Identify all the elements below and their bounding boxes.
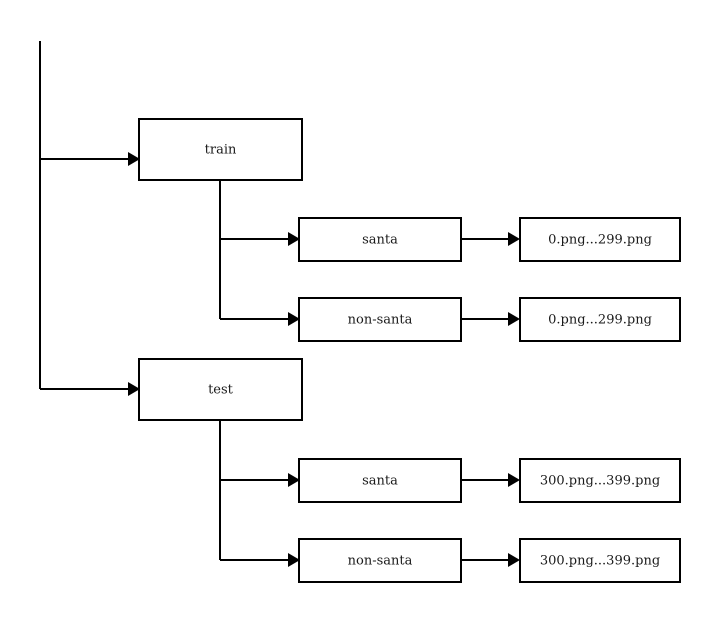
node-train-box[interactable] <box>138 118 303 181</box>
train-to-nonsanta-arrowhead <box>288 312 300 326</box>
root-to-train-arrowhead <box>128 152 140 166</box>
node-train[interactable]: train <box>138 118 303 181</box>
test-to-santa-arrowhead <box>288 473 300 487</box>
node-train-nonsanta-files-label: 0.png...299.png <box>548 313 652 328</box>
node-train-santa-box[interactable] <box>298 217 462 262</box>
node-test-nonsanta-label: non-santa <box>348 554 413 569</box>
train-to-santa-arrowhead <box>288 232 300 246</box>
node-train-santa-files-label: 0.png...299.png <box>548 233 652 248</box>
edge-train-nonsanta-to-files <box>461 312 520 326</box>
node-test-nonsanta[interactable]: non-santa <box>298 538 462 583</box>
node-train-santa-files[interactable]: 0.png...299.png <box>519 217 681 262</box>
node-train-nonsanta-box[interactable] <box>298 297 462 342</box>
edge-root-to-train <box>40 152 140 166</box>
edge-test-to-nonsanta <box>220 553 300 567</box>
node-test-nonsanta-files[interactable]: 300.png...399.png <box>519 538 681 583</box>
node-train-nonsanta-files-box[interactable] <box>519 297 681 342</box>
node-test-santa[interactable]: santa <box>298 458 462 503</box>
node-test-santa-files[interactable]: 300.png...399.png <box>519 458 681 503</box>
node-train-santa[interactable]: santa <box>298 217 462 262</box>
root-to-test-arrowhead <box>128 382 140 396</box>
node-test[interactable]: test <box>138 358 303 421</box>
node-test-santa-files-box[interactable] <box>519 458 681 503</box>
node-test-nonsanta-files-box[interactable] <box>519 538 681 583</box>
edge-test-to-santa <box>220 473 300 487</box>
test-santa-to-files-arrowhead <box>508 473 520 487</box>
node-test-santa-files-label: 300.png...399.png <box>540 474 660 489</box>
test-to-nonsanta-arrowhead <box>288 553 300 567</box>
node-test-nonsanta-files-label: 300.png...399.png <box>540 554 660 569</box>
test-nonsanta-to-files-arrowhead <box>508 553 520 567</box>
edge-train-santa-to-files <box>461 232 520 246</box>
node-train-nonsanta-files[interactable]: 0.png...299.png <box>519 297 681 342</box>
node-test-box[interactable] <box>138 358 303 421</box>
node-train-santa-label: santa <box>362 233 398 248</box>
node-test-santa-label: santa <box>362 474 398 489</box>
node-test-nonsanta-box[interactable] <box>298 538 462 583</box>
node-train-santa-files-box[interactable] <box>519 217 681 262</box>
edge-root-to-test <box>40 382 140 396</box>
node-train-nonsanta-label: non-santa <box>348 313 413 328</box>
train-nonsanta-to-files-arrowhead <box>508 312 520 326</box>
edge-train-to-nonsanta <box>220 312 300 326</box>
node-train-nonsanta[interactable]: non-santa <box>298 297 462 342</box>
node-test-santa-box[interactable] <box>298 458 462 503</box>
node-train-label: train <box>205 143 237 158</box>
edge-test-nonsanta-to-files <box>461 553 520 567</box>
edge-train-to-santa <box>220 232 300 246</box>
node-test-label: test <box>208 383 234 398</box>
edge-test-santa-to-files <box>461 473 520 487</box>
train-santa-to-files-arrowhead <box>508 232 520 246</box>
